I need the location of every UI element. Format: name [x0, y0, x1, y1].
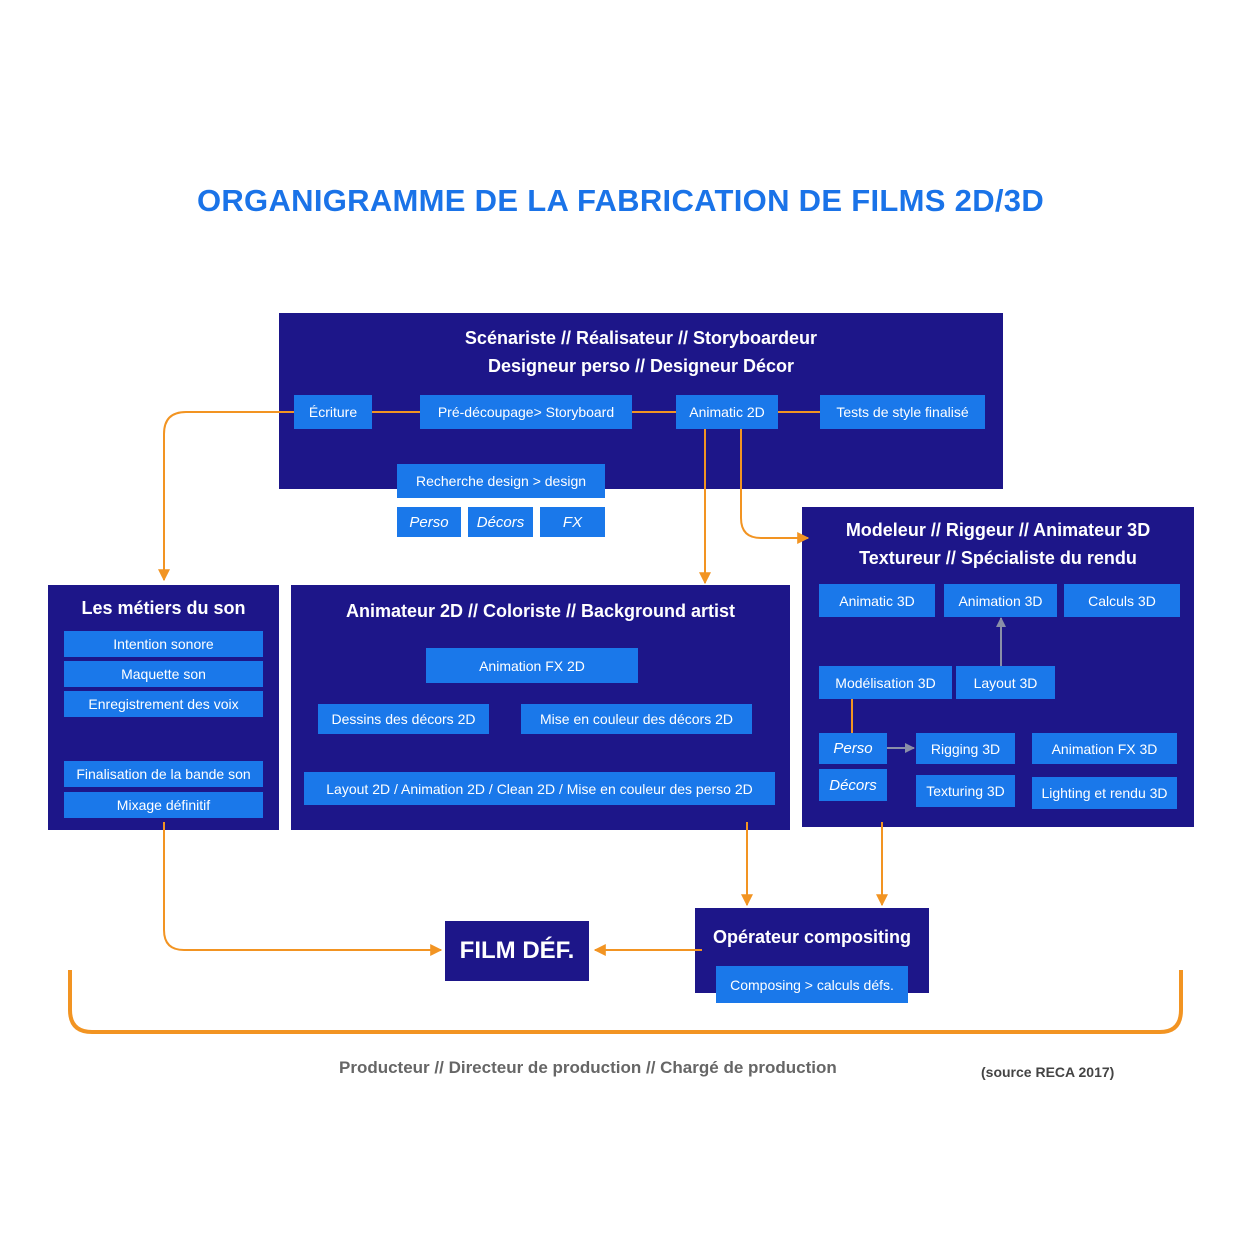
arrow-son-film [163, 822, 443, 956]
box-modelisation-3d: Modélisation 3D [819, 666, 952, 699]
box-texturing-3d: Texturing 3D [916, 775, 1015, 807]
panel-compositing-title: Opérateur compositing [712, 927, 912, 947]
box-layout-3d: Layout 3D [956, 666, 1055, 699]
box-mise-couleur-decors-2d: Mise en couleur des décors 2D [521, 704, 752, 734]
box-predecoupage: Pré-découpage> Storyboard [420, 395, 632, 429]
box-layout-2d: Layout 2D / Animation 2D / Clean 2D / Mi… [304, 772, 775, 805]
box-maquette-son: Maquette son [64, 661, 263, 687]
arrow-ecriture-son [158, 411, 294, 582]
page-title: ORGANIGRAMME DE LA FABRICATION DE FILMS … [196, 183, 1045, 218]
box-animation-fx-2d: Animation FX 2D [426, 648, 638, 683]
box-fx-design: FX [540, 507, 605, 537]
box-mixage-definitif: Mixage définitif [64, 792, 263, 818]
box-decors-3d: Décors [819, 769, 887, 801]
production-bracket [68, 970, 1183, 1034]
box-animatic-3d: Animatic 3D [819, 584, 935, 617]
box-perso-design: Perso [397, 507, 461, 537]
panel-scenario-title-2: Designeur perso // Designeur Décor [487, 356, 795, 376]
panel-3d-title-2: Textureur // Spécialiste du rendu [859, 548, 1137, 568]
panel-son-title: Les métiers du son [81, 598, 246, 618]
box-dessins-decors-2d: Dessins des décors 2D [318, 704, 489, 734]
box-ecriture: Écriture [294, 395, 372, 429]
panel-scenario-title-1: Scénariste // Réalisateur // Storyboarde… [464, 328, 818, 348]
box-animation-3d: Animation 3D [944, 584, 1057, 617]
panel-anim2d-title: Animateur 2D // Coloriste // Background … [345, 601, 736, 621]
box-lighting-rendu-3d: Lighting et rendu 3D [1032, 777, 1177, 809]
box-composing: Composing > calculs défs. [716, 966, 908, 1003]
box-animatic-2d: Animatic 2D [676, 395, 778, 429]
box-intention-sonore: Intention sonore [64, 631, 263, 657]
production-roles: Producteur // Directeur de production //… [339, 1058, 837, 1077]
box-decors-design: Décors [468, 507, 533, 537]
source-note: (source RECA 2017) [981, 1064, 1115, 1080]
film-def-box: FILM DÉF. [445, 921, 589, 981]
box-recherche-design: Recherche design > design [397, 464, 605, 498]
box-finalisation-bande-son: Finalisation de la bande son [64, 761, 263, 787]
panel-3d-title-1: Modeleur // Riggeur // Animateur 3D [845, 520, 1151, 540]
box-perso-3d: Perso [819, 733, 887, 764]
box-calculs-3d: Calculs 3D [1064, 584, 1180, 617]
box-rigging-3d: Rigging 3D [916, 733, 1015, 764]
box-animation-fx-3d: Animation FX 3D [1032, 733, 1177, 764]
box-enregistrement-voix: Enregistrement des voix [64, 691, 263, 717]
box-tests-style: Tests de style finalisé [820, 395, 985, 429]
